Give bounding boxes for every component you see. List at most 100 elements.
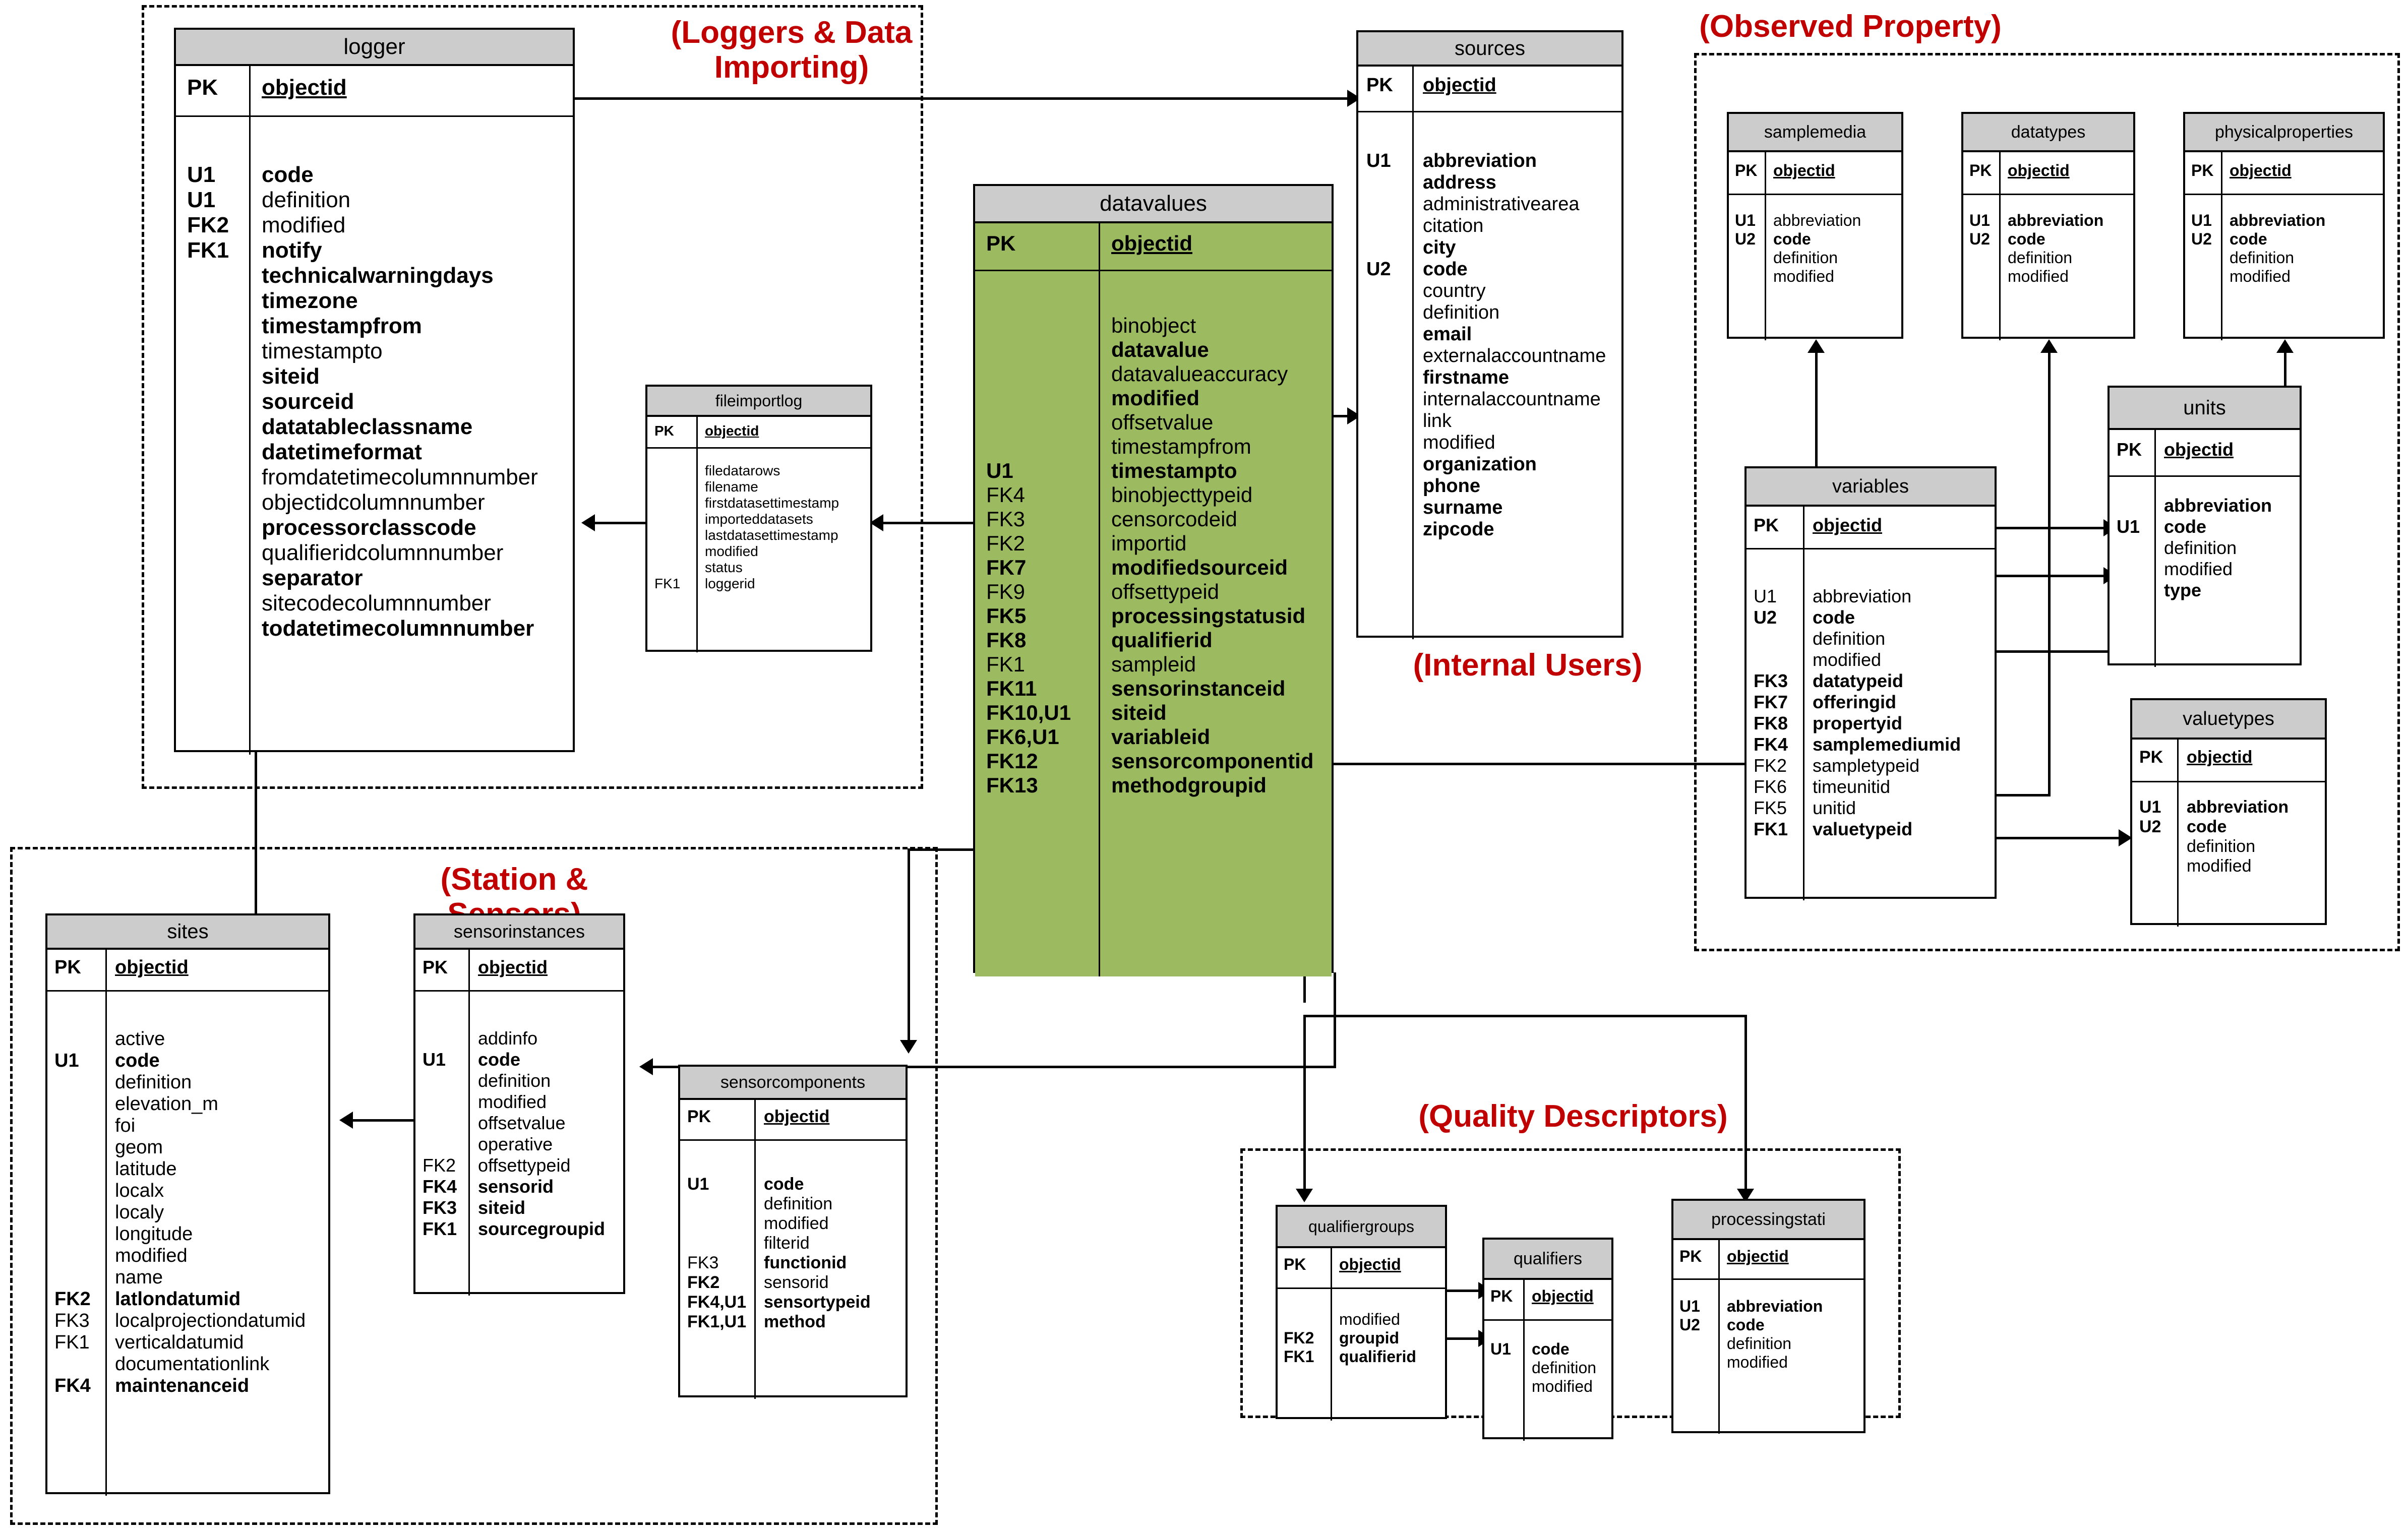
field-cell: sourcegroupid [478, 1218, 606, 1239]
pk-field-datatypes: objectid [2008, 161, 2070, 179]
field-cell: abbreviation [1773, 211, 1861, 229]
key-cell: U1 [2139, 797, 2161, 817]
pk-field-qualifiers: objectid [1532, 1287, 1594, 1305]
table-title-datatypes: datatypes [1963, 114, 2133, 152]
key-cell: FK7 [1754, 692, 1788, 712]
key-cell: FK6,U1 [986, 725, 1059, 749]
field-cell: datetimeformat [262, 440, 422, 464]
field-cell: internalaccountname [1423, 389, 1601, 410]
table-datatypes[interactable]: datatypes PK objectid U1 U2 abbreviation… [1961, 112, 2135, 340]
field-cell: filedatarows [705, 463, 780, 478]
table-pk-section-fileimportlog: PK objectid [647, 417, 870, 449]
table-sites[interactable]: sites PK objectid U1 FK2 FK3 FK1 [45, 913, 330, 1496]
field-cell: definition [115, 1072, 192, 1093]
key-cell: U1 [1490, 1340, 1511, 1358]
field-cell: link [1423, 410, 1452, 432]
pk-key-processingstati: PK [1679, 1247, 1702, 1265]
pk-key-sources: PK [1366, 75, 1393, 96]
field-cell: modified [1339, 1310, 1400, 1328]
key-cell: FK7 [986, 556, 1027, 579]
table-valuetypes[interactable]: valuetypes PK objectid U1 U2 abbreviatio… [2130, 698, 2327, 927]
field-cell: filterid [764, 1234, 810, 1253]
connector-datavalues-sensorinstances-h [653, 1066, 1336, 1068]
pk-key-datatypes: PK [1969, 161, 1992, 179]
table-sensorcomponents[interactable]: sensorcomponents PK objectid U1 FK3 FK2 … [678, 1065, 908, 1399]
field-cell: code [262, 162, 314, 187]
connector-datavalues-sources [1334, 415, 1356, 417]
connector-sensorinstances-sites [353, 1119, 413, 1122]
table-variables[interactable]: variables PK objectid U1 U2 FK3 FK7 FK8 … [1744, 466, 1997, 900]
field-cell: code [1773, 230, 1811, 248]
field-cell: longitude [115, 1223, 193, 1245]
field-cell: propertyid [1813, 713, 1903, 733]
pk-key-units: PK [2117, 439, 2142, 460]
connector-variables-samplemedia-v [1815, 353, 1818, 471]
field-cell: modified [2164, 559, 2233, 579]
key-cell: U1 [187, 162, 216, 187]
table-fileimportlog[interactable]: fileimportlog PK objectid FK1 filedataro… [645, 385, 872, 652]
field-cell: code [2164, 516, 2207, 537]
field-cell: operative [478, 1134, 553, 1154]
table-pk-section-qualifiers: PK objectid [1484, 1280, 1611, 1321]
table-logger[interactable]: logger PK objectid U1 U1 FK2 FK1 [174, 28, 575, 755]
table-sensorinstances[interactable]: sensorinstances PK objectid U1 FK2 FK4 F… [413, 913, 625, 1296]
table-units[interactable]: units PK objectid U1 abbreviation code d… [2108, 386, 2302, 667]
pk-key-physicalproperties: PK [2191, 161, 2214, 179]
field-cell: code [1813, 607, 1855, 628]
field-cell: variableid [1111, 725, 1211, 749]
field-cell: technicalwarningdays [262, 263, 494, 288]
field-cell: localprojectiondatumid [115, 1310, 306, 1331]
key-cell: U2 [2139, 817, 2161, 836]
pk-key-variables: PK [1754, 515, 1779, 535]
field-cell: definition [1423, 302, 1500, 323]
table-processingstati[interactable]: processingstati PK objectid U1 U2 abbrev… [1671, 1199, 1865, 1434]
table-samplemedia[interactable]: samplemedia PK objectid U1 U2 abbreviati… [1727, 112, 1903, 340]
connector-qualifiergroups-qualifiers-1 [1442, 1290, 1482, 1292]
table-physicalproperties[interactable]: physicalproperties PK objectid U1 U2 abb… [2183, 112, 2385, 340]
key-cell: FK6 [1754, 776, 1787, 797]
key-cell: U2 [1366, 259, 1391, 280]
key-cell: FK1 [54, 1332, 90, 1353]
table-pk-section-valuetypes: PK objectid [2132, 740, 2325, 782]
field-cell: timestampfrom [262, 314, 422, 338]
field-cell: status [705, 560, 743, 575]
field-cell: offsetvalue [478, 1113, 566, 1133]
field-cell: citation [1423, 215, 1484, 236]
field-cell: binobjecttypeid [1111, 483, 1253, 507]
arrowhead-variables-valuetypes [2119, 829, 2132, 846]
field-cell: samplemediumid [1813, 734, 1961, 755]
key-cell: FK2 [687, 1273, 720, 1292]
field-cell: filename [705, 479, 758, 495]
field-cell: modified [1773, 267, 1834, 285]
field-cell: datatableclassname [262, 414, 473, 439]
group-box-station-sensors [10, 847, 938, 1525]
table-qualifiergroups[interactable]: qualifiergroups PK objectid FK2 FK1 modi… [1276, 1205, 1447, 1421]
field-cell: code [1532, 1340, 1570, 1358]
key-cell: U2 [1754, 607, 1777, 628]
field-cell: modified [2187, 856, 2252, 876]
table-title-valuetypes: valuetypes [2132, 700, 2325, 740]
field-cell: siteid [478, 1197, 526, 1218]
field-cell: localy [115, 1202, 164, 1223]
table-qualifiers[interactable]: qualifiers PK objectid U1 code definitio… [1482, 1238, 1613, 1441]
connector-variables-valuetypes [1997, 837, 2123, 839]
field-cell: loggerid [705, 576, 755, 591]
table-datavalues[interactable]: datavalues PK objectid U1 FK4 FK3 FK2 FK… [973, 184, 1334, 976]
table-body-samplemedia: U1 U2 abbreviation code definition modif… [1729, 195, 1901, 340]
key-cell: U1 [986, 459, 1013, 482]
field-cell: sampletypeid [1813, 755, 1920, 776]
pk-field-variables: objectid [1813, 515, 1883, 535]
pk-field-sensorcomponents: objectid [764, 1107, 830, 1126]
table-pk-section-qualifiergroups: PK objectid [1278, 1248, 1445, 1289]
key-cell: U1 [187, 188, 216, 212]
field-cell: code [1423, 259, 1468, 280]
key-cell: U1 [1969, 211, 1990, 229]
field-cell: active [115, 1028, 165, 1050]
table-sources[interactable]: sources PK objectid U1 U2 abbreviation a… [1356, 30, 1623, 639]
field-cell: modified [478, 1091, 547, 1112]
connector-datavalues-qualifiergroups-v2 [1303, 1015, 1306, 1194]
field-cell: sensorid [478, 1176, 554, 1197]
field-cell: address [1423, 172, 1496, 193]
field-cell: methodgroupid [1111, 773, 1267, 797]
field-cell: organization [1423, 454, 1537, 475]
